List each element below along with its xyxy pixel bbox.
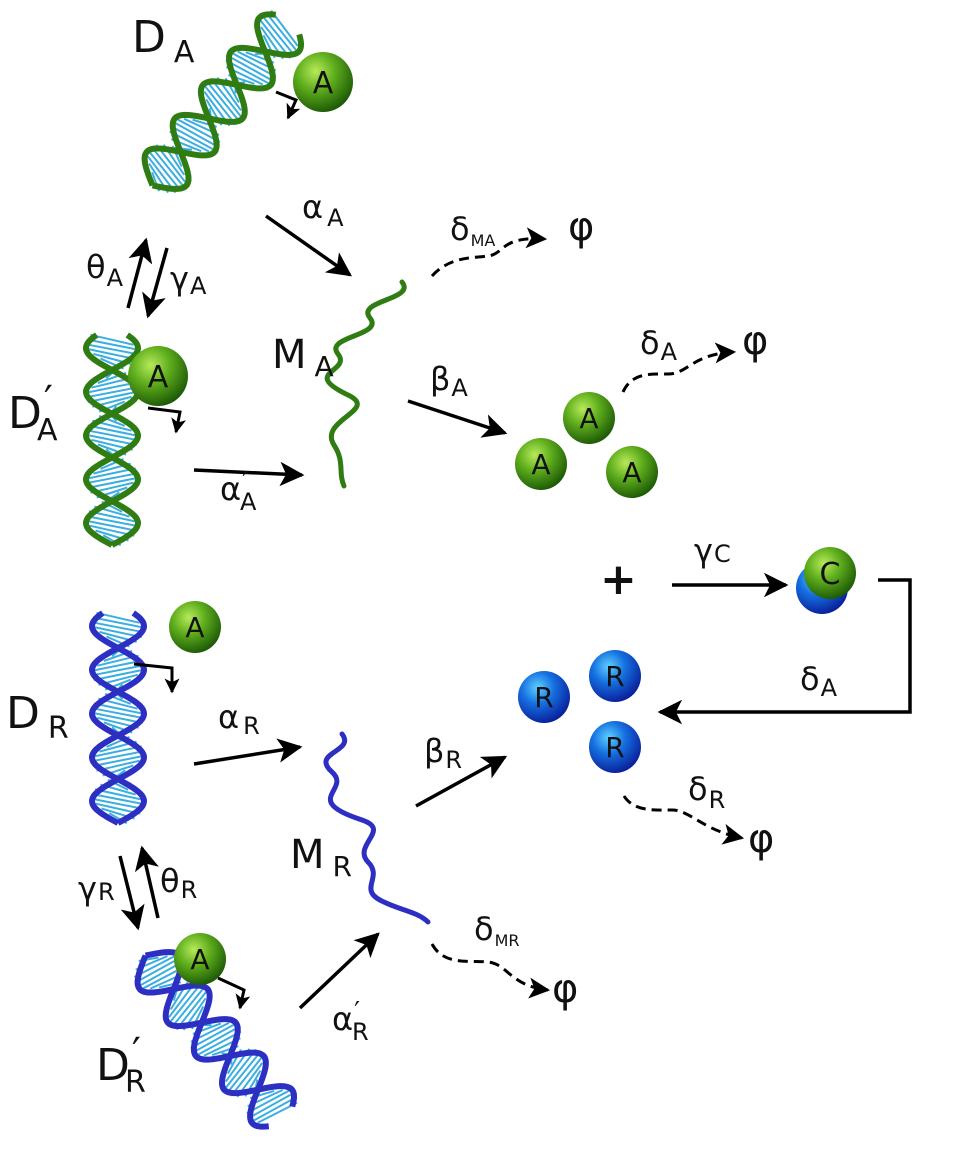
promoter-arrow-icon <box>147 406 187 434</box>
sink-symbol: φ <box>742 318 768 364</box>
arrow-alpha-r-prime <box>298 932 380 1010</box>
rate-delta-r: δR <box>688 770 725 814</box>
arrow-beta-a <box>407 399 508 438</box>
svg-text:A: A <box>579 402 598 435</box>
repressor-protein: R <box>589 721 641 773</box>
promoter-arrow-icon <box>133 662 180 694</box>
degradation-arrow-m-r <box>430 943 551 999</box>
rate-delta-a: δA <box>640 324 678 366</box>
dna-helix-d-a <box>141 9 305 194</box>
activator-protein: A <box>515 438 567 490</box>
rate-beta-a: βA <box>430 360 468 402</box>
activator-d-a-prime: A <box>128 346 188 406</box>
arrow-alpha-a <box>264 214 353 277</box>
arrow-gamma-r <box>118 855 145 931</box>
rate-delta-a-return: δA <box>800 660 838 702</box>
svg-text:R: R <box>605 660 624 693</box>
rate-gamma-r: γR <box>78 870 115 908</box>
sink-symbol: φ <box>552 966 578 1012</box>
mrna-m-r <box>323 731 431 925</box>
repressor-protein: R <box>518 671 570 723</box>
arrow-delta-a-return <box>657 578 912 725</box>
svg-text:A: A <box>531 448 550 481</box>
svg-text:R: R <box>605 731 624 764</box>
rate-delta-mr: δMR <box>474 910 520 950</box>
arrow-theta-a <box>126 237 153 309</box>
dna-strand <box>82 332 142 548</box>
arrow-alpha-r <box>193 738 303 766</box>
dna-rungs <box>85 333 139 547</box>
dna-strand <box>88 610 148 826</box>
svg-text:R: R <box>534 681 553 714</box>
activator-d-r-prime: A <box>174 933 226 985</box>
rate-gamma-a: γA <box>170 260 207 300</box>
sink-symbol: φ <box>568 204 594 250</box>
arrow-alpha-a-prime <box>193 461 305 487</box>
mrna-m-a <box>324 279 407 489</box>
svg-text:A: A <box>190 943 209 976</box>
degradation-arrow-r <box>622 795 745 845</box>
arrow-gamma-a <box>142 247 169 319</box>
rate-alpha-a-prime: α′A <box>220 467 257 516</box>
dna-helix-d-r <box>88 610 148 826</box>
arrow-beta-r <box>415 755 508 808</box>
dna-helix-d-a-prime <box>82 332 142 548</box>
svg-text:A: A <box>148 360 169 395</box>
activator-d-a: A <box>293 52 353 112</box>
rate-gamma-c: γC <box>694 532 731 570</box>
sink-symbol: φ <box>748 816 774 862</box>
activator-protein: A <box>563 392 615 444</box>
activator-d-r: A <box>169 601 221 653</box>
rate-beta-r: βR <box>424 732 462 774</box>
promoter-arrow-icon <box>217 976 251 1010</box>
rate-theta-r: θR <box>160 862 197 904</box>
dna-rungs <box>147 9 299 194</box>
svg-text:A: A <box>185 611 204 644</box>
arrow-theta-r <box>134 845 160 919</box>
rate-alpha-r-prime: α′R <box>332 997 369 1046</box>
rate-delta-ma: δMA <box>450 210 495 250</box>
plus-symbol: + <box>600 554 637 605</box>
complex-c-label: C <box>820 557 841 592</box>
promoter-arrow-icon <box>275 90 301 120</box>
label-d-a-prime: D′A <box>8 378 58 448</box>
complex-c: C <box>796 547 856 614</box>
svg-text:A: A <box>622 456 641 489</box>
label-d-r-prime: D′R <box>96 1030 146 1100</box>
dna-strand <box>141 11 277 187</box>
svg-text:A: A <box>313 66 334 101</box>
degradation-arrow-a <box>621 342 737 393</box>
activator-protein: A <box>606 446 658 498</box>
dna-rungs <box>91 611 145 825</box>
dna-rungs <box>133 955 298 1124</box>
rate-theta-a: θA <box>86 248 124 292</box>
repressor-protein: R <box>589 650 641 702</box>
degradation-arrow-m-a <box>430 227 548 278</box>
